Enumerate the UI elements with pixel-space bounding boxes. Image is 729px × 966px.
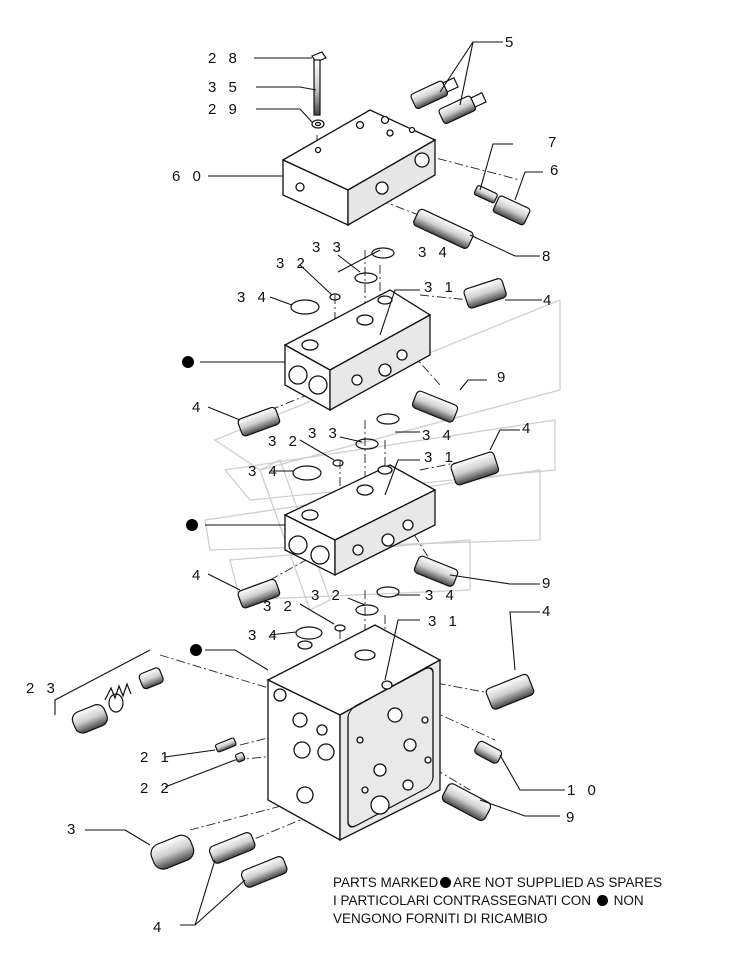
label-10: 1 0 <box>567 782 600 799</box>
small-fittings <box>215 737 503 764</box>
label-60: 6 0 <box>172 168 205 185</box>
middle-section-block-1 <box>283 289 432 412</box>
label-4: 4 <box>522 420 534 437</box>
label-31: 3 1 <box>424 279 457 296</box>
stud-nut-washer <box>311 51 327 129</box>
label-34: 3 4 <box>418 244 451 261</box>
label-31: 3 1 <box>424 449 457 466</box>
label-4: 4 <box>153 919 165 936</box>
label-34: 3 4 <box>248 627 281 644</box>
label-32: 3 2 <box>268 433 301 450</box>
label-32: 3 2 <box>263 598 296 615</box>
bottom-cartridges <box>150 673 535 888</box>
label-29: 2 9 <box>208 101 241 118</box>
label-5: 5 <box>505 34 517 51</box>
label-32: 3 2 <box>276 255 309 272</box>
cartridges-row-1 <box>237 278 507 437</box>
plug-spring-assembly <box>71 667 164 734</box>
seals-row-3 <box>295 586 400 640</box>
label-3: 3 <box>67 821 79 838</box>
label-34: 3 4 <box>248 463 281 480</box>
marker-dot <box>190 644 202 656</box>
label-28: 2 8 <box>208 50 241 67</box>
seals-row-2 <box>292 413 400 481</box>
marker-dot <box>186 519 198 531</box>
note-line-3: VENGONO FORNITI DI RICAMBIO <box>333 911 548 926</box>
marker-dot <box>182 356 194 368</box>
label-6: 6 <box>550 162 562 179</box>
label-8: 8 <box>542 248 554 265</box>
label-7: 7 <box>548 134 560 151</box>
label-34: 3 4 <box>237 289 270 306</box>
label-9: 9 <box>566 809 578 826</box>
cartridges-row-2 <box>237 451 500 609</box>
label-32: 3 2 <box>311 587 344 604</box>
label-21: 2 1 <box>140 749 173 766</box>
middle-section-block-2 <box>283 464 437 577</box>
label-34: 3 4 <box>422 427 455 444</box>
bullet-dot-icon <box>440 877 452 888</box>
top-manifold-block <box>281 109 437 227</box>
not-supplied-markers <box>182 356 202 656</box>
note-line-2: I PARTICOLARI CONTRASSEGNATI CON NON <box>333 893 644 908</box>
label-4: 4 <box>192 567 204 584</box>
label-34: 3 4 <box>425 587 458 604</box>
label-33: 3 3 <box>312 239 345 256</box>
label-31: 3 1 <box>428 613 461 630</box>
part-labels: 2 8 3 5 2 9 5 6 0 7 6 8 3 3 3 4 3 2 3 4 … <box>26 34 600 936</box>
relief-components <box>413 185 531 249</box>
bottom-end-block <box>266 624 442 842</box>
seals-row-1 <box>290 247 395 315</box>
label-22: 2 2 <box>140 780 173 797</box>
label-4: 4 <box>542 603 554 620</box>
solenoid-valves <box>410 77 487 125</box>
label-35: 3 5 <box>208 79 241 96</box>
label-4: 4 <box>192 399 204 416</box>
label-33: 3 3 <box>308 425 341 442</box>
label-9: 9 <box>497 369 509 386</box>
label-4: 4 <box>543 292 555 309</box>
label-23: 2 3 <box>26 680 59 697</box>
label-9: 9 <box>542 575 554 592</box>
leader-lines <box>54 41 565 926</box>
bullet-dot-icon <box>596 895 608 906</box>
